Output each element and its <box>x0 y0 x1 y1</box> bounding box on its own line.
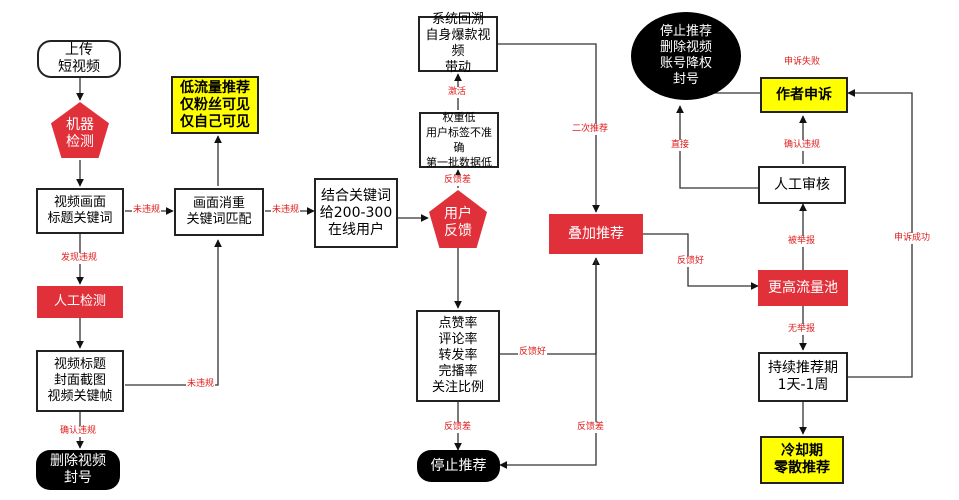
author-appeal-node[interactable]: 作者申诉 <box>760 77 848 113</box>
stop-delete-ban-node: 停止推荐 删除视频 账号降权 封号 <box>631 12 741 100</box>
edge-label-appeal-success: 申诉成功 <box>893 233 932 244</box>
edge-label-feedback-good-2: 反馈好 <box>676 256 706 267</box>
video-title-cover-keyframe-node: 视频标题 封面截图 视频关键帧 <box>36 350 124 412</box>
stop-recommend-node: 停止推荐 <box>417 450 500 482</box>
edge-label-appeal-fail: 申诉失败 <box>783 57 822 68</box>
edge-label-violation-found: 发现违规 <box>60 253 99 264</box>
edge-label-activate: 激活 <box>447 87 468 98</box>
manual-review-node: 人工审核 <box>758 166 846 204</box>
edge-label-feedback-bad-2: 反馈差 <box>443 422 473 433</box>
edge-label-confirm-violation-2: 确认违规 <box>783 140 822 151</box>
system-backtrack-node: 系统回溯 自身爆款视频 带动 <box>418 12 498 75</box>
edge-label-feedback-good-1: 反馈好 <box>518 347 548 358</box>
edge-label-reported: 被举报 <box>787 236 817 247</box>
engagement-metrics-node: 点赞率 评论率 转发率 完播率 关注比例 <box>416 310 500 402</box>
edge-label-no-violation-1: 未违规 <box>132 205 162 216</box>
online-users-node: 结合关键词 给200-300 在线用户 <box>314 178 398 248</box>
dedupe-keyword-match-node: 画面消重 关键词匹配 <box>174 188 264 236</box>
edge-label-second-recommend: 二次推荐 <box>571 124 610 135</box>
edge-label-feedback-bad-1: 反馈差 <box>443 175 473 186</box>
edge-label-direct: 直接 <box>670 140 691 151</box>
low-traffic-recommend-node: 低流量推荐 仅粉丝可见 仅自己可见 <box>171 76 259 134</box>
edge-label-no-report: 无举报 <box>787 324 817 335</box>
cooldown-node: 冷却期 零散推荐 <box>760 436 844 484</box>
edge-label-confirm-violation: 确认违规 <box>59 426 98 437</box>
low-weight-node: 权重低 用户标签不准确 第一批数据低 <box>419 111 499 169</box>
edge-label-feedback-bad-3: 反馈差 <box>576 422 606 433</box>
video-title-keywords-node: 视频画面 标题关键词 <box>36 188 124 234</box>
manual-check-node: 人工检测 <box>37 286 123 318</box>
edge-label-no-violation-3: 未违规 <box>186 379 216 390</box>
sustained-recommend-node: 持续推荐期 1天-1周 <box>758 352 848 402</box>
upload-short-video-node: 上传 短视频 <box>37 40 121 78</box>
higher-traffic-pool-node: 更高流量池 <box>758 270 848 306</box>
delete-video-ban-node: 删除视频 封号 <box>36 450 120 490</box>
boost-recommend-node: 叠加推荐 <box>549 214 643 254</box>
edge-label-no-violation-2: 未违规 <box>271 205 301 216</box>
